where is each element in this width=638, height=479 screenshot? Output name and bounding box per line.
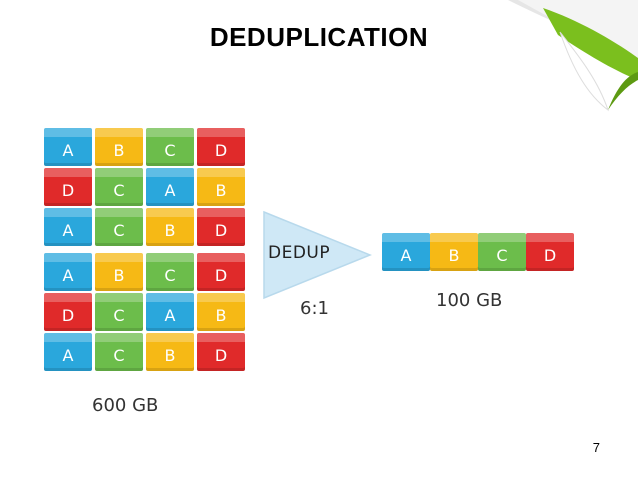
input-block: C xyxy=(95,208,143,246)
block-top-face xyxy=(197,168,245,177)
block-top-face xyxy=(430,233,478,242)
page-number: 7 xyxy=(592,440,600,455)
output-block-row: A B C D xyxy=(382,233,574,273)
block-letter: A xyxy=(62,221,74,240)
block-top-face xyxy=(95,208,143,217)
input-block: C xyxy=(95,333,143,371)
block-top-face xyxy=(95,128,143,137)
block-top-face xyxy=(44,168,92,177)
block-top-face xyxy=(197,253,245,262)
block-letter: B xyxy=(113,266,125,285)
block-letter: A xyxy=(62,141,74,160)
block-letter: C xyxy=(164,266,176,285)
input-block: D xyxy=(197,128,245,166)
input-block: C xyxy=(95,168,143,206)
input-block: D xyxy=(197,208,245,246)
block-letter: A xyxy=(164,181,176,200)
block-letter: C xyxy=(113,181,125,200)
block-top-face xyxy=(44,253,92,262)
input-block: C xyxy=(146,253,194,291)
block-letter: D xyxy=(214,346,228,365)
block-top-face xyxy=(146,208,194,217)
block-letter: A xyxy=(400,246,412,265)
block-top-face xyxy=(44,293,92,302)
block-letter: B xyxy=(113,141,125,160)
block-top-face xyxy=(382,233,430,242)
block-letter: B xyxy=(164,221,176,240)
block-top-face xyxy=(95,168,143,177)
page-curl-corner-graphic xyxy=(508,0,638,112)
block-letter: D xyxy=(543,246,557,265)
block-top-face xyxy=(146,293,194,302)
block-letter: A xyxy=(164,306,176,325)
block-letter: A xyxy=(62,346,74,365)
input-block: D xyxy=(197,253,245,291)
input-block: B xyxy=(197,168,245,206)
block-top-face xyxy=(44,333,92,342)
input-size-label: 600 GB xyxy=(92,395,159,416)
input-block: A xyxy=(146,293,194,331)
block-top-face xyxy=(44,128,92,137)
input-block: D xyxy=(44,293,92,331)
block-letter: B xyxy=(215,306,227,325)
dedup-ratio-label: 6:1 xyxy=(300,298,329,319)
input-block: D xyxy=(44,168,92,206)
block-top-face xyxy=(146,168,194,177)
output-size-label: 100 GB xyxy=(436,290,503,311)
block-top-face xyxy=(197,128,245,137)
output-block: D xyxy=(526,233,574,271)
block-letter: D xyxy=(214,141,228,160)
block-letter: B xyxy=(215,181,227,200)
slide-title: DEDUPLICATION xyxy=(209,22,429,52)
output-block: B xyxy=(430,233,478,271)
input-block: B xyxy=(146,333,194,371)
block-top-face xyxy=(95,253,143,262)
block-top-face xyxy=(146,333,194,342)
input-block: A xyxy=(146,168,194,206)
block-top-face xyxy=(197,208,245,217)
block-top-face xyxy=(526,233,574,242)
block-letter: A xyxy=(62,266,74,285)
input-block: A xyxy=(44,253,92,291)
input-block: B xyxy=(95,253,143,291)
input-block: B xyxy=(95,128,143,166)
input-block: C xyxy=(95,293,143,331)
block-letter: D xyxy=(214,221,228,240)
block-top-face xyxy=(95,333,143,342)
block-letter: D xyxy=(214,266,228,285)
block-letter: B xyxy=(164,346,176,365)
output-block: C xyxy=(478,233,526,271)
dedup-triangle-shape xyxy=(263,210,372,300)
input-block: A xyxy=(44,208,92,246)
input-block: C xyxy=(146,128,194,166)
input-block: A xyxy=(44,333,92,371)
input-block: D xyxy=(197,333,245,371)
block-letter: C xyxy=(113,346,125,365)
block-top-face xyxy=(95,293,143,302)
block-letter: D xyxy=(61,306,75,325)
block-letter: C xyxy=(164,141,176,160)
block-letter: C xyxy=(113,221,125,240)
block-letter: D xyxy=(61,181,75,200)
input-block: B xyxy=(197,293,245,331)
block-top-face xyxy=(44,208,92,217)
block-letter: C xyxy=(113,306,125,325)
input-block-grid: A B C D D C A B A C B D A B C D D C A B A C B D xyxy=(44,128,249,373)
block-top-face xyxy=(146,128,194,137)
block-letter: B xyxy=(448,246,460,265)
block-top-face xyxy=(478,233,526,242)
input-block: A xyxy=(44,128,92,166)
block-top-face xyxy=(146,253,194,262)
dedup-process-label: DEDUP xyxy=(268,243,331,263)
block-letter: C xyxy=(496,246,508,265)
block-top-face xyxy=(197,293,245,302)
block-top-face xyxy=(197,333,245,342)
output-block: A xyxy=(382,233,430,271)
input-block: B xyxy=(146,208,194,246)
